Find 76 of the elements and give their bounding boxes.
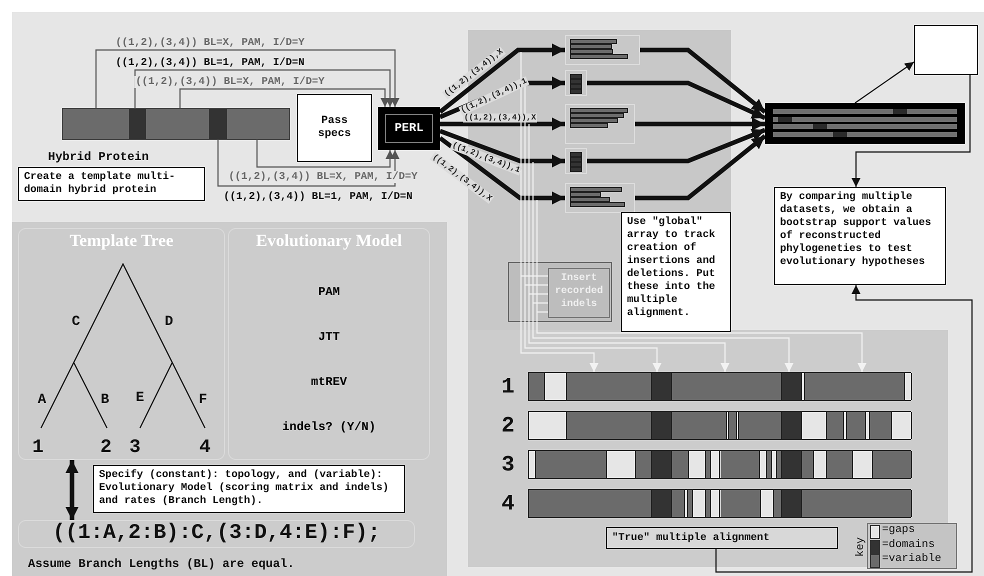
alignment-thumbnail	[565, 70, 587, 96]
thick-arrow	[635, 134, 766, 200]
sequence-alignment-drawing	[528, 372, 911, 519]
edge-label: ((1,2),(3,4)),X	[463, 114, 537, 122]
script-box: PERL	[378, 107, 440, 150]
thick-arrow	[66, 460, 78, 520]
thick-arrow	[587, 128, 766, 164]
connector-line	[537, 311, 548, 313]
thick-arrow	[635, 118, 765, 130]
connector-line	[521, 275, 548, 277]
edge-label: ((1,2),(3,4)) BL=X, PAM, I/D=Y	[114, 37, 306, 49]
legend-text: =variable	[882, 553, 942, 565]
arrow	[217, 140, 400, 187]
node-label: Hybrid Protein	[48, 150, 149, 164]
arrow	[532, 162, 794, 372]
key-label: key	[855, 537, 867, 557]
arrow	[524, 84, 662, 372]
leaf-number: 4	[199, 436, 211, 458]
row-number: 1	[501, 374, 515, 400]
branch-label: B	[100, 392, 110, 408]
row-number: 3	[501, 452, 515, 478]
callout-box: Pass specs	[297, 94, 372, 162]
thick-arrow	[438, 44, 565, 114]
tree-panel	[18, 228, 225, 460]
alignment-thumbnail	[565, 183, 635, 213]
row-number: 2	[501, 414, 515, 438]
edge-label: ((1,2),(3,4)) BL=1, PAM, I/D=N	[114, 57, 306, 69]
legend-text: =domains	[882, 538, 935, 550]
edge-label: ((1,2),(3,4)) BL=X, PAM, I/D=Y	[227, 171, 419, 183]
leaf-number: 2	[100, 436, 112, 458]
alignment-thumbnail	[565, 104, 635, 144]
connector-line	[525, 284, 548, 286]
protein-bar	[62, 108, 290, 140]
branch-label: E	[136, 390, 144, 406]
thick-arrow	[440, 118, 565, 130]
connector-line	[529, 293, 548, 295]
leaf-number: 3	[129, 436, 141, 458]
callout-box: Specify (constant): topology, and (variable): Evolutionary Model (scoring matrix and indels) and rates (Branch Length).	[93, 465, 405, 513]
arrow	[536, 200, 866, 372]
tool-box	[914, 25, 978, 75]
row-number: 4	[501, 492, 515, 516]
model-option: indels? (Y/N)	[282, 420, 376, 434]
thick-arrow	[438, 136, 565, 204]
note-text: Assume Branch Lengths (BL) are equal.	[28, 557, 294, 571]
combined-alignment	[765, 103, 965, 144]
arrow	[256, 140, 394, 168]
arrow	[520, 52, 598, 372]
branch-label: C	[72, 314, 80, 330]
model-option: mtREV	[311, 375, 347, 389]
caption-box: "True" multiple alignment	[606, 527, 838, 549]
arrow	[852, 75, 971, 187]
thick-arrow	[439, 128, 565, 168]
formula-box: ((1:A,2:B):C,(3:D,4:E):F);	[18, 520, 415, 548]
leaf-number: 1	[32, 436, 44, 458]
arrow	[134, 69, 394, 108]
arrow	[179, 88, 390, 108]
arrow	[528, 124, 730, 372]
branch-label: A	[38, 392, 46, 408]
thick-arrow	[640, 48, 766, 114]
arrow	[854, 62, 914, 104]
thick-arrow	[587, 80, 766, 120]
model-option: JTT	[318, 330, 340, 344]
alignment-thumbnail	[565, 35, 640, 65]
edge-label: ((1,2),(3,4)) BL=1, PAM, I/D=N	[222, 191, 414, 203]
connector-line	[533, 302, 548, 304]
alignment-thumbnail	[565, 148, 587, 174]
callout-box: By comparing multiple datasets, we obtain a bootstrap support values of reconstructed phylogeneties to test evolutionary hypotheses	[774, 187, 946, 285]
callout-box: Use "global" array to track creation of insertions and deletions. Put these into the multiple alignment.	[621, 212, 731, 332]
arrow	[95, 49, 400, 108]
callout-box: Create a template multi-domain hybrid protein	[18, 167, 205, 201]
legend-text: =gaps	[882, 524, 916, 536]
arrow	[715, 285, 973, 573]
branch-label: D	[164, 314, 174, 330]
model-option: PAM	[318, 285, 340, 299]
branch-label: F	[198, 392, 208, 408]
edge-label: ((1,2),(3,4)) BL=X, PAM, I/D=Y	[134, 76, 326, 88]
